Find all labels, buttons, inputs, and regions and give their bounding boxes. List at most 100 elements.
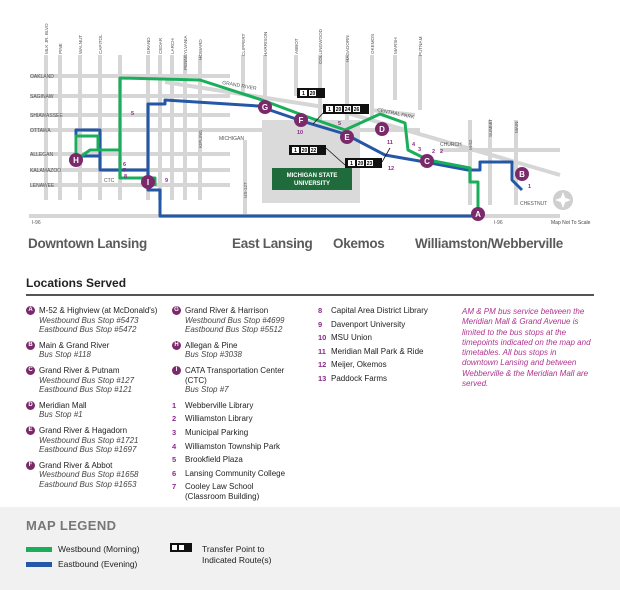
place-3: 3 xyxy=(418,147,421,153)
street-putnam: PUTNAM xyxy=(418,36,423,56)
street-hagadorn: HAGADORN xyxy=(345,35,350,62)
place-12: 12 xyxy=(388,166,394,172)
map-legend xyxy=(0,507,620,590)
westbound-route xyxy=(74,76,480,208)
place-5b: 5 xyxy=(338,121,341,127)
svg-text:A: A xyxy=(475,210,481,219)
compass-icon xyxy=(553,190,573,210)
street-harrison: HARRISON xyxy=(263,32,268,56)
badge-route: 20 xyxy=(310,91,316,97)
msu-logo xyxy=(272,168,352,190)
street-abbot: ABBOT xyxy=(294,38,299,54)
place-1: 1 xyxy=(528,184,531,190)
street-oakland: OAKLAND xyxy=(30,74,54,80)
svg-text:F: F xyxy=(299,116,304,125)
badge-route: 1 xyxy=(302,91,305,97)
region-downtown-lansing: Downtown Lansing xyxy=(28,236,147,251)
place-11: 11 xyxy=(387,140,393,146)
westbound-swatch xyxy=(26,547,52,552)
timepoint-e: E xyxy=(340,130,354,144)
badge-route: 1 xyxy=(294,148,297,154)
svg-text:I: I xyxy=(147,178,149,187)
region-okemos: Okemos xyxy=(333,236,385,251)
timepoint-h: H xyxy=(69,153,83,167)
map-not-to-scale: Map Not To Scale xyxy=(551,220,591,226)
svg-text:G: G xyxy=(262,103,268,112)
street-cedar: CEDAR xyxy=(158,37,163,54)
place-8: 8 xyxy=(124,174,127,180)
badge-route: 20 xyxy=(336,107,342,113)
locations-title: Locations Served xyxy=(26,276,127,290)
street-pine: PINE xyxy=(58,43,63,54)
street-us127: US-127 xyxy=(243,182,248,198)
transfer-badge-2: 1 20 24 26 xyxy=(323,104,369,114)
region-east-lansing: East Lansing xyxy=(232,236,313,251)
svg-text:H: H xyxy=(73,156,79,165)
street-summit: SUMMIT xyxy=(488,119,493,137)
legend-transfer: Transfer Point to Indicated Route(s) xyxy=(202,544,271,566)
badge-route: 1 xyxy=(350,161,353,167)
legend-transfer-line1: Transfer Point to xyxy=(202,544,265,554)
street-main: MAIN xyxy=(514,122,519,133)
badge-route: 20 xyxy=(302,148,308,154)
street-marsh: MARSH xyxy=(393,37,398,54)
badge-route: 24 xyxy=(345,107,351,113)
street-lenawee: LENAWEE xyxy=(30,183,55,189)
timepoint-d: D xyxy=(375,122,389,136)
campus-line2: UNIVERSITY xyxy=(294,181,330,187)
timepoint-g: G xyxy=(258,100,272,114)
campus-line1: MICHIGAN STATE xyxy=(287,173,338,179)
legend-eastbound: Eastbound (Evening) xyxy=(58,559,138,569)
badge-route: 23 xyxy=(367,161,373,167)
street-howard: HOWARD xyxy=(198,39,203,60)
street-michigan: MICHIGAN xyxy=(219,136,244,142)
transfer-badge-1: 1 20 xyxy=(297,88,325,98)
legend-title: MAP LEGEND xyxy=(26,518,117,533)
eastbound-swatch xyxy=(26,562,52,567)
legend-transfer-line2: Indicated Route(s) xyxy=(202,555,272,565)
legend-westbound: Westbound (Morning) xyxy=(58,544,140,554)
svg-text:C: C xyxy=(424,157,430,166)
divider xyxy=(26,294,594,296)
vertical-street-labels: MLK JR. BLVD PINE WALNUT CAPITOL GRAND C… xyxy=(44,23,519,198)
timepoint-a: A xyxy=(471,207,485,221)
region-williamston: Williamston/Webberville xyxy=(415,236,564,251)
street-ottawa: OTTAWA xyxy=(30,128,51,134)
timepoint-f: F xyxy=(294,113,308,127)
street-walnut: WALNUT xyxy=(78,35,83,54)
eastbound-route xyxy=(146,98,524,218)
street-clippert: CLIPPERT xyxy=(241,33,246,56)
transfer-badge-3: 1 20 22 xyxy=(289,145,326,155)
street-chestnut: CHESTNUT xyxy=(520,201,547,207)
svg-text:D: D xyxy=(379,125,385,134)
street-saginaw: SAGINAW xyxy=(30,94,54,100)
service-note: AM & PM bus service between the Meridian… xyxy=(462,307,591,389)
badge-route: 26 xyxy=(354,107,360,113)
transfer-badges: 1 20 1 20 24 26 1 20 22 1 20 23 xyxy=(289,88,391,168)
svg-text:B: B xyxy=(519,170,525,179)
street-kalamazoo: KALAMAZOO xyxy=(30,168,61,174)
transfer-badge-4: 1 20 23 xyxy=(345,158,382,168)
place-6: 6 xyxy=(123,162,126,168)
street-larch: LARCH xyxy=(170,38,175,54)
badge-route: 1 xyxy=(328,107,331,113)
